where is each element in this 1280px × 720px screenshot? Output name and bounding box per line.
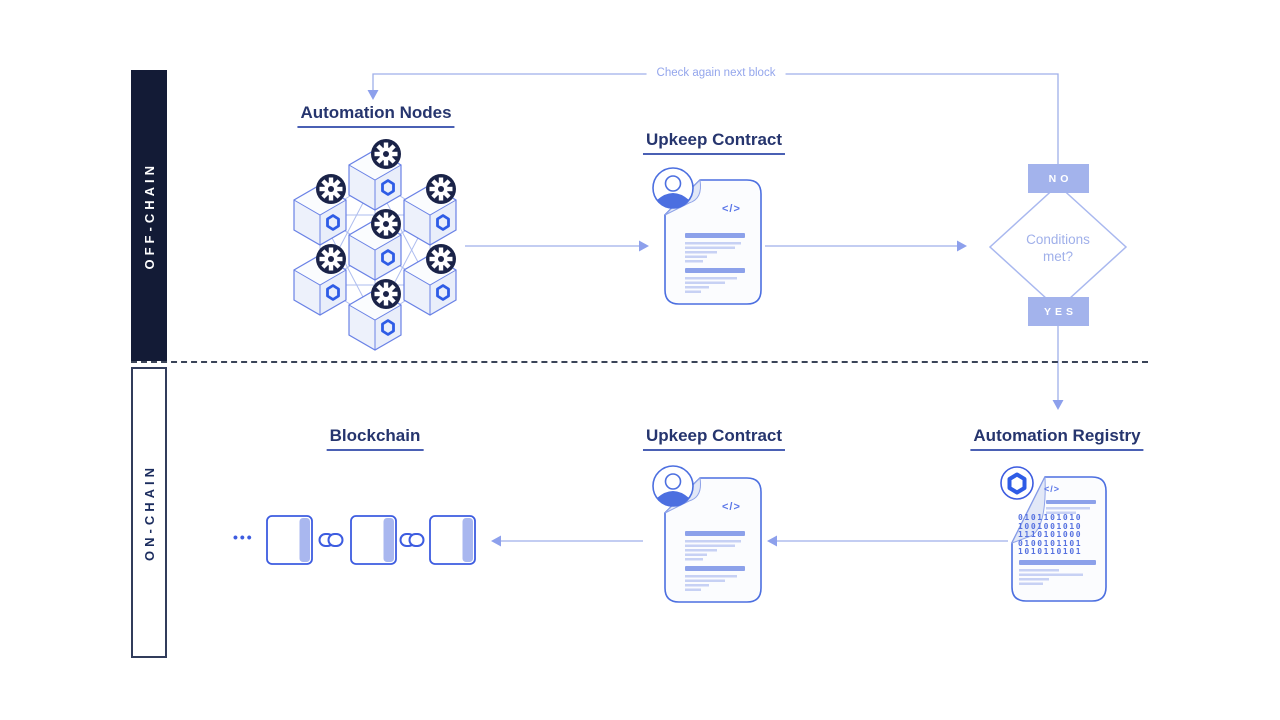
automation-node: [347, 137, 403, 212]
code-glyph-offchain-upkeep: </>: [722, 203, 741, 215]
upkeep-contract-onchain-icon: [653, 466, 761, 602]
chain-boundary-divider: [131, 361, 1148, 363]
automation-node: [402, 242, 458, 317]
registry-text-lines: [1019, 500, 1096, 585]
offchain-lane-bar: OFF-CHAIN: [131, 70, 167, 361]
offchain-lane-label: OFF-CHAIN: [141, 161, 157, 270]
automation-node: [347, 277, 403, 352]
check-again-label: Check again next block: [646, 67, 786, 79]
onchain-lane-bar: ON-CHAIN: [131, 367, 167, 658]
chain-continues-ellipsis: •••: [233, 529, 254, 545]
upkeep-contract-offchain-title: Upkeep Contract: [642, 130, 786, 155]
chainlink-badge-icon: [1000, 466, 1034, 500]
blockchain-title: Blockchain: [326, 426, 424, 451]
arrowheads: [367, 90, 1064, 547]
decision-no-badge: NO: [1028, 164, 1089, 193]
upkeep-contract-offchain-icon: [653, 168, 761, 304]
upkeep-contract-onchain-title: Upkeep Contract: [642, 426, 786, 451]
blockchain-group: [266, 515, 476, 565]
decision-question: Conditions met?: [1026, 232, 1090, 264]
automation-node: [347, 207, 403, 282]
code-glyph-onchain-upkeep: </>: [722, 501, 741, 513]
automation-nodes-title: Automation Nodes: [297, 103, 455, 128]
decision-yes-badge: YES: [1028, 297, 1089, 326]
automation-node: [292, 172, 348, 247]
document-fold: [1010, 476, 1046, 544]
automation-registry-icon: [1000, 466, 1107, 602]
automation-node-cluster: [292, 137, 458, 352]
automation-node: [292, 242, 348, 317]
automation-node: [402, 172, 458, 247]
automation-registry-title: Automation Registry: [970, 426, 1144, 451]
code-glyph-registry: </>: [1044, 484, 1061, 494]
onchain-lane-label: ON-CHAIN: [141, 464, 157, 561]
registry-binary-code: 0101101010 1001001010 1110101000 0100101…: [1018, 513, 1083, 557]
